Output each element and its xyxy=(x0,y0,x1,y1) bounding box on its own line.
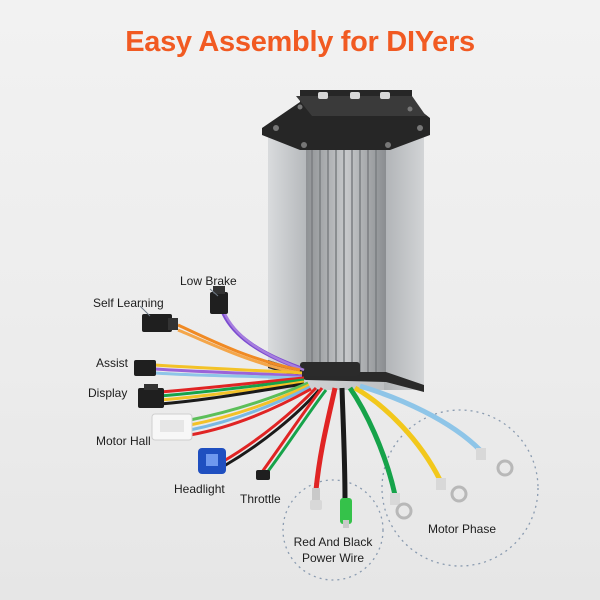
self-learning-connector xyxy=(142,314,178,332)
label-headlight: Headlight xyxy=(174,482,225,496)
label-throttle: Throttle xyxy=(240,492,281,506)
throttle-connector xyxy=(256,470,270,480)
motor-hall-connector xyxy=(151,413,193,441)
controller-box xyxy=(262,90,430,392)
display-connector xyxy=(138,384,164,408)
headlight-connector xyxy=(198,448,226,474)
low-brake-connector xyxy=(210,286,228,314)
assist-connector xyxy=(134,360,156,376)
label-power-wire-line2: Power Wire xyxy=(301,551,364,565)
motor-phase-callout-circle xyxy=(381,409,539,567)
label-motor-phase: Motor Phase xyxy=(428,522,497,536)
label-low-brake: Low Brake xyxy=(180,274,237,288)
label-display: Display xyxy=(88,386,128,400)
wire-exit-grommet xyxy=(300,362,360,376)
label-motor-hall: Motor Hall xyxy=(96,434,151,448)
label-power-wire-line1: Red And Black xyxy=(293,535,373,549)
power-wire-terminals xyxy=(310,488,352,528)
headline: Easy Assembly for DIYers xyxy=(125,26,475,58)
label-self-learning: Self Learning xyxy=(93,296,164,310)
label-assist: Assist xyxy=(96,356,129,370)
ring-terminal xyxy=(390,448,514,520)
label-power-wire: Red And Black Power Wire xyxy=(283,534,383,566)
power-wire-callout-circle xyxy=(282,479,384,581)
